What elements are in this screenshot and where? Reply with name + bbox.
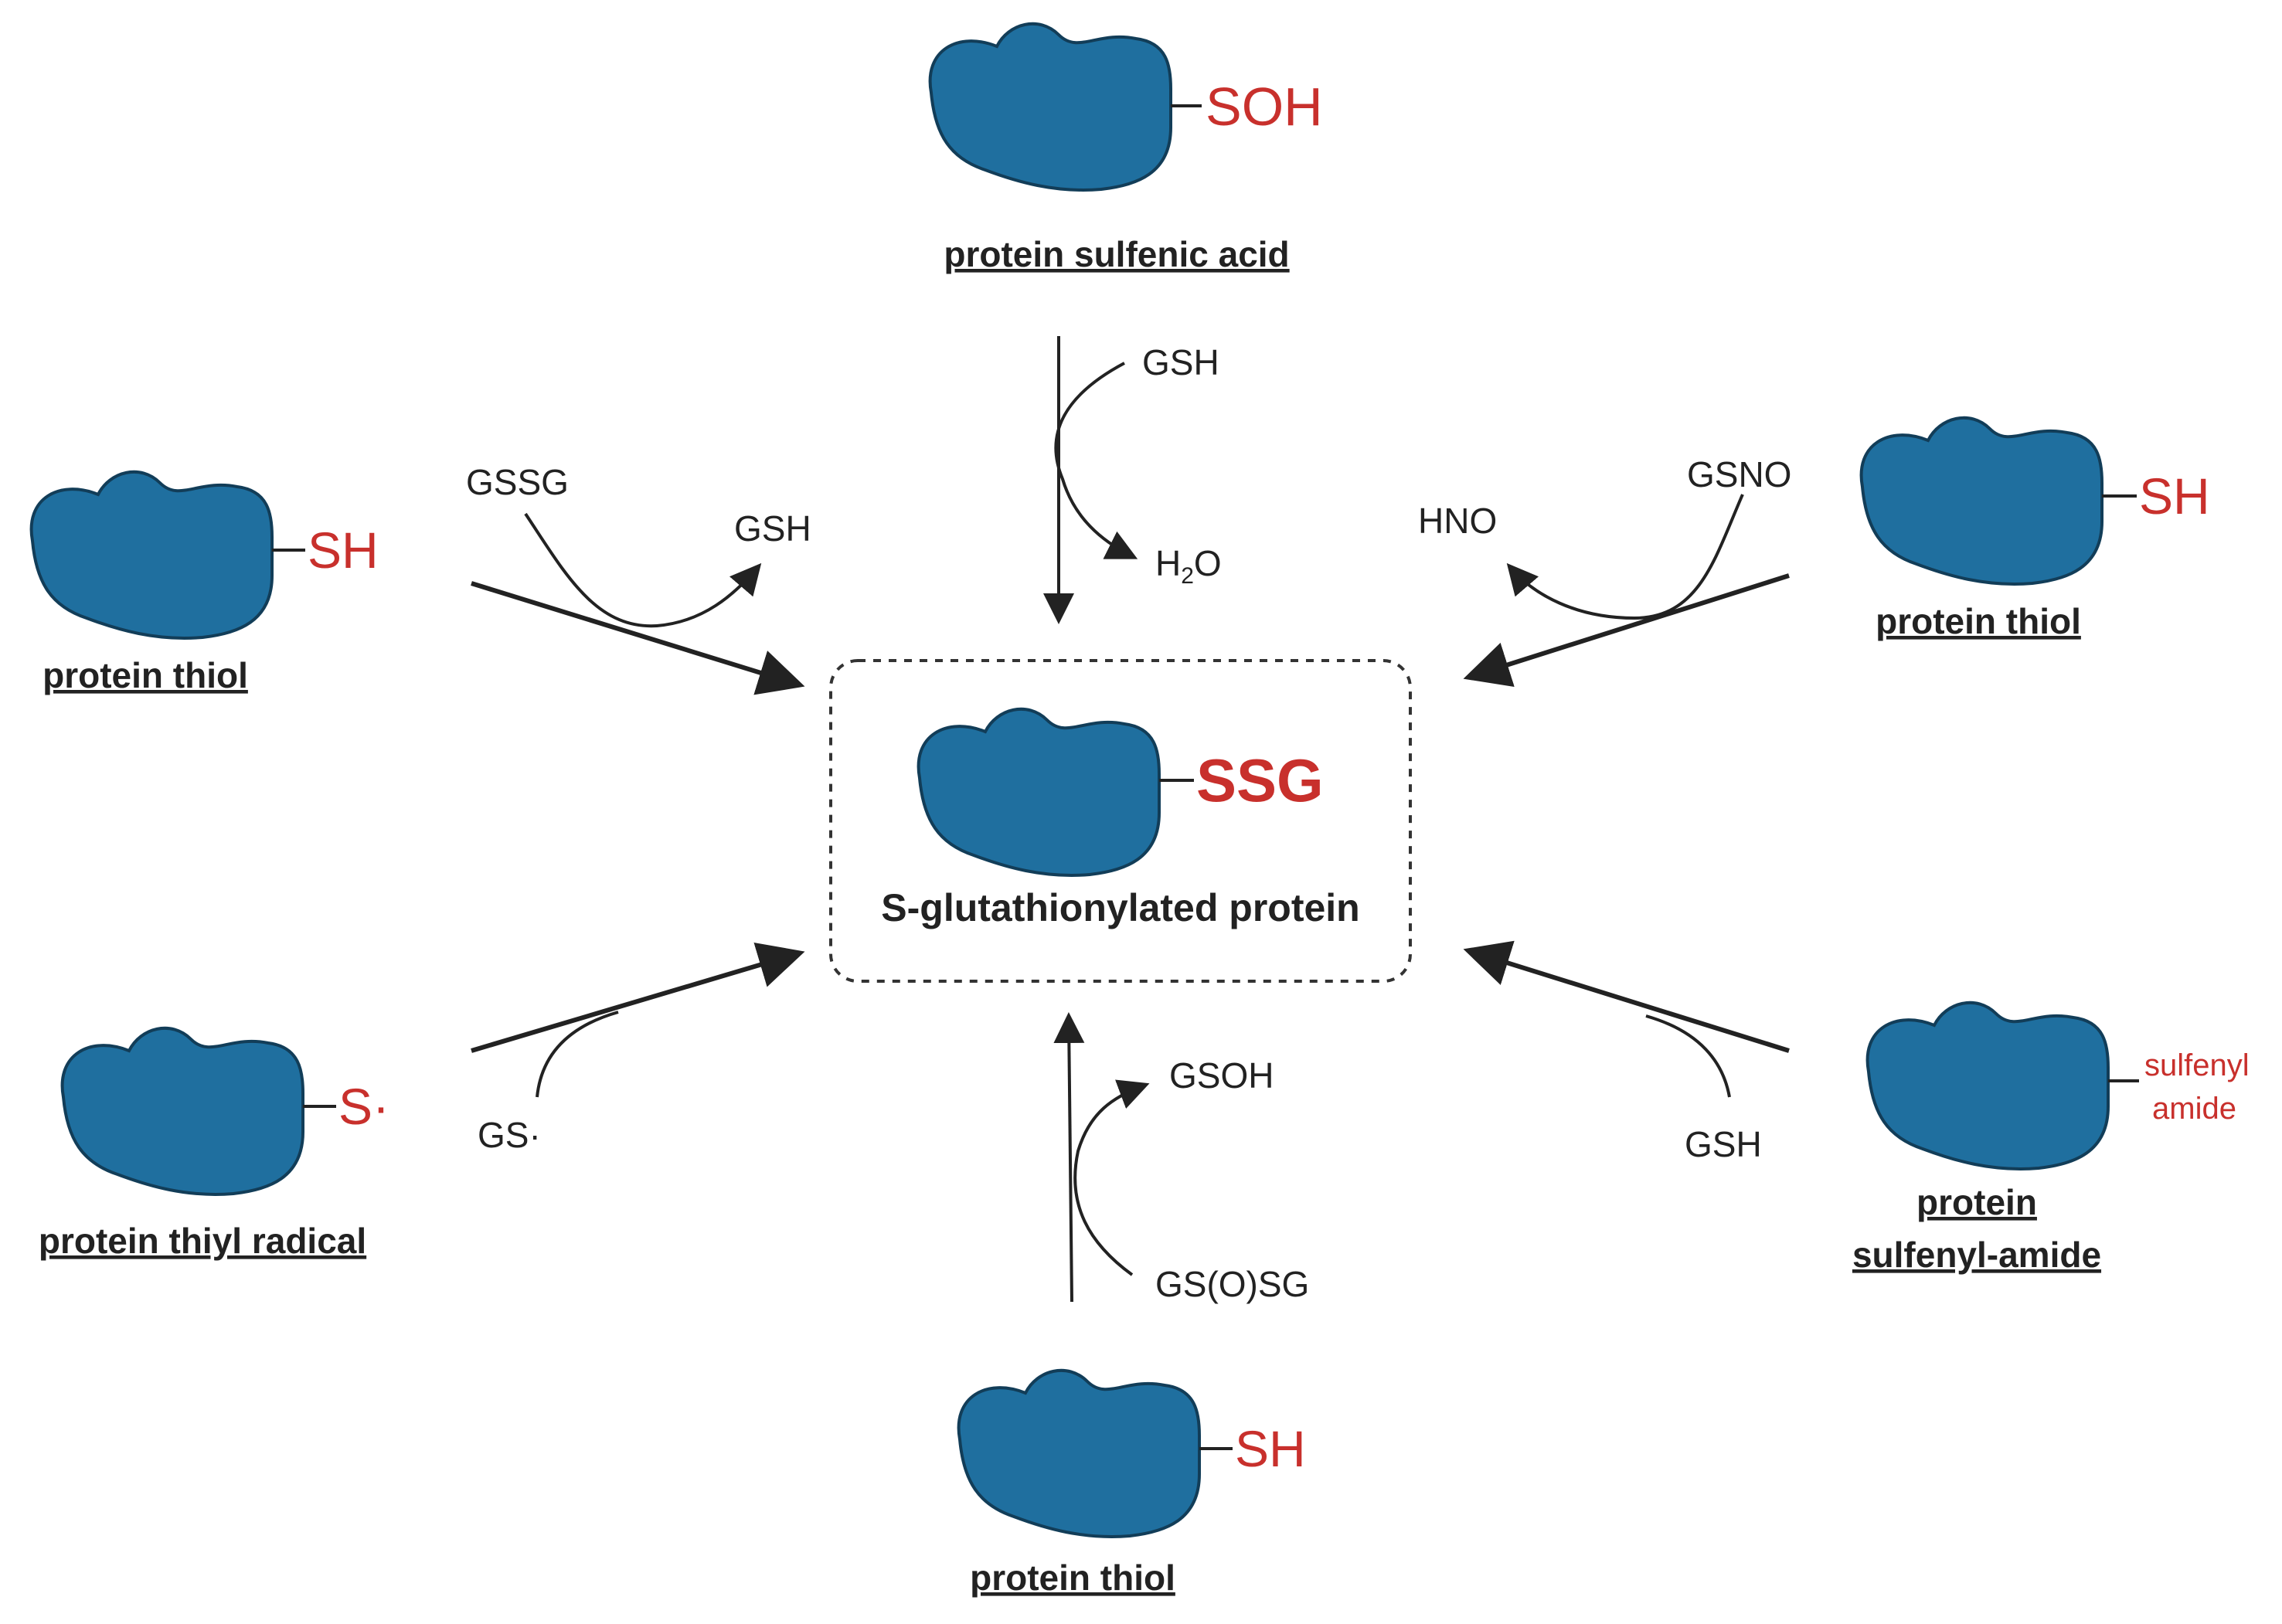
top-left-product-out: GSH bbox=[734, 508, 811, 549]
top-left-node: SH protein thiol bbox=[29, 470, 379, 695]
top-group-label: SOH bbox=[1206, 76, 1323, 137]
bottom-left-caption: protein thiyl radical bbox=[39, 1221, 366, 1261]
top-protein-blob bbox=[928, 22, 1172, 192]
top-right-protein-blob bbox=[1859, 416, 2103, 586]
center-group: SSG S-glutathionylated protein bbox=[829, 659, 1412, 983]
top-left-caption: protein thiol bbox=[43, 655, 248, 695]
bottom-left-group-label: S· bbox=[338, 1078, 389, 1135]
bottom-left-node: S· protein thiyl radical bbox=[39, 1026, 389, 1261]
bottom-main-arrow bbox=[1053, 1012, 1085, 1303]
bottom-right-reaction: GSH bbox=[1463, 940, 1790, 1164]
top-right-reaction: GSNO HNO bbox=[1418, 454, 1791, 688]
bottom-reaction: GS(O)SG GSOH bbox=[1053, 1012, 1309, 1304]
top-left-reagent-in: GSSG bbox=[466, 462, 569, 502]
top-reaction: GSH H2O bbox=[1043, 336, 1222, 624]
top-right-node: SH protein thiol bbox=[1859, 416, 2210, 641]
bottom-left-main-arrow bbox=[471, 942, 805, 1053]
bottom-protein-blob bbox=[957, 1368, 1201, 1538]
bottom-side-arrow bbox=[1073, 1079, 1150, 1276]
bottom-right-node: sulfenyl amide protein sulfenyl-amide bbox=[1852, 1001, 2250, 1275]
bottom-right-main-arrow bbox=[1463, 940, 1790, 1053]
center-dashed-box bbox=[829, 659, 1412, 983]
bottom-left-reagent-in: GS· bbox=[478, 1115, 541, 1155]
bottom-right-caption-line1: protein bbox=[1916, 1182, 2037, 1222]
bottom-left-side-curve bbox=[536, 1011, 619, 1098]
bottom-left-reaction: GS· bbox=[471, 942, 805, 1155]
bottom-node: SH protein thiol bbox=[957, 1368, 1306, 1598]
top-side-arrow bbox=[1054, 362, 1138, 559]
center-caption: S-glutathionylated protein bbox=[881, 886, 1359, 929]
bottom-product-out: GSOH bbox=[1169, 1055, 1274, 1096]
top-right-main-arrow bbox=[1463, 573, 1790, 688]
bottom-left-protein-blob bbox=[60, 1026, 304, 1196]
top-left-main-arrow bbox=[471, 581, 805, 695]
bottom-right-caption-line2: sulfenyl-amide bbox=[1852, 1235, 2101, 1275]
top-right-reagent-in: GSNO bbox=[1687, 454, 1791, 494]
top-reagent-in: GSH bbox=[1142, 342, 1219, 382]
bottom-right-group-line2: amide bbox=[2152, 1092, 2236, 1126]
bottom-right-protein-blob bbox=[1865, 1001, 2110, 1170]
center-group-label: SSG bbox=[1196, 746, 1324, 814]
bottom-right-group-line1: sulfenyl bbox=[2144, 1048, 2250, 1082]
center-protein-blob bbox=[917, 707, 1161, 877]
top-left-side-arrow bbox=[524, 512, 762, 628]
top-right-side-arrow bbox=[1506, 494, 1744, 620]
top-left-group-label: SH bbox=[308, 522, 379, 579]
top-right-caption: protein thiol bbox=[1876, 601, 2081, 641]
bottom-reagent-in: GS(O)SG bbox=[1155, 1264, 1309, 1304]
top-left-reaction: GSSG GSH bbox=[466, 462, 811, 695]
bottom-group-label: SH bbox=[1235, 1420, 1306, 1477]
top-product-out: H2O bbox=[1155, 543, 1222, 589]
top-right-group-label: SH bbox=[2139, 467, 2210, 525]
top-left-protein-blob bbox=[29, 470, 274, 640]
top-caption: protein sulfenic acid bbox=[944, 234, 1289, 274]
bottom-right-side-curve bbox=[1645, 1014, 1731, 1098]
bottom-caption: protein thiol bbox=[970, 1558, 1175, 1598]
bottom-right-reagent-in: GSH bbox=[1685, 1124, 1762, 1164]
top-right-product-out: HNO bbox=[1418, 501, 1497, 541]
top-node: SOH protein sulfenic acid bbox=[928, 22, 1323, 274]
